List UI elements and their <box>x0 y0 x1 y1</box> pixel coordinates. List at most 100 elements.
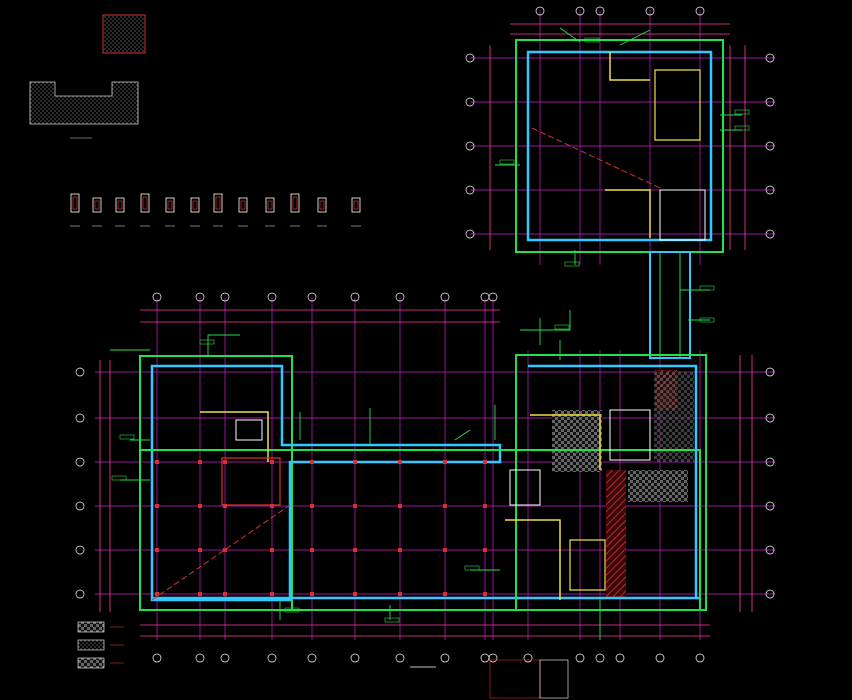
detail-symbol <box>238 197 248 213</box>
axis-grid <box>75 6 775 663</box>
tower-inner-wall <box>526 50 713 242</box>
axis-bubble <box>465 97 475 107</box>
annotation-tag <box>384 617 400 623</box>
axis-bubble <box>75 545 85 555</box>
axis-bubble <box>765 413 775 423</box>
axis-bubble <box>220 653 230 663</box>
column-marker <box>398 548 402 552</box>
detail-symbol <box>317 197 327 213</box>
axis-bubble <box>695 653 705 663</box>
axis-bubble <box>75 413 85 423</box>
axis-bubble <box>765 185 775 195</box>
axis-bubble <box>350 653 360 663</box>
column-marker <box>398 504 402 508</box>
annotation-tag <box>554 324 570 330</box>
axis-bubble <box>307 653 317 663</box>
column-marker <box>443 460 447 464</box>
annotation-tag <box>699 317 715 323</box>
detail-symbol <box>115 197 125 213</box>
axis-bubble <box>765 229 775 239</box>
detail-symbol <box>265 197 275 213</box>
detail-symbol <box>190 197 200 213</box>
annotation-leaders <box>110 27 750 640</box>
detail-symbol-core <box>117 200 123 210</box>
key-plan <box>29 14 146 139</box>
axis-bubble <box>765 501 775 511</box>
column-marker <box>483 504 487 508</box>
detail-symbol <box>70 193 80 213</box>
building-walls <box>139 39 724 611</box>
detail-symbols-row <box>70 193 361 227</box>
east-block-outer-wall <box>515 354 707 611</box>
annotation-tag <box>284 607 300 613</box>
axis-bubble <box>220 292 230 302</box>
axis-bubble <box>655 653 665 663</box>
hatched-areas <box>552 370 694 598</box>
detail-symbol-core <box>192 200 198 210</box>
axis-bubble <box>440 292 450 302</box>
axis-bubble <box>195 292 205 302</box>
column-marker <box>155 460 159 464</box>
axis-bubble <box>75 457 85 467</box>
column-marker <box>223 460 227 464</box>
annotation-tag <box>199 339 215 345</box>
column-marker <box>443 504 447 508</box>
legend-swatch <box>77 639 105 651</box>
annotation-leader <box>520 310 571 331</box>
column-marker <box>353 592 357 596</box>
annotation-leader <box>619 29 651 46</box>
axis-bubble <box>695 6 705 16</box>
annotation-tag <box>111 475 127 481</box>
detail-symbol-core <box>240 200 246 210</box>
column-marker <box>223 504 227 508</box>
axis-bubble <box>765 97 775 107</box>
axis-bubble <box>765 589 775 599</box>
column-marker <box>223 592 227 596</box>
annotation-leader <box>207 334 240 355</box>
axis-bubble <box>307 292 317 302</box>
detail-symbol <box>140 193 150 213</box>
axis-bubble <box>765 141 775 151</box>
column-marker <box>398 460 402 464</box>
column-marker <box>270 548 274 552</box>
axis-bubble <box>465 229 475 239</box>
column-marker <box>398 592 402 596</box>
axis-bubble <box>765 53 775 63</box>
axis-bubble <box>195 653 205 663</box>
detail-symbol <box>290 193 300 213</box>
detail-symbol <box>165 197 175 213</box>
axis-bubble <box>765 545 775 555</box>
axis-bubble <box>440 653 450 663</box>
column-marker <box>155 592 159 596</box>
axis-bubble <box>645 6 655 16</box>
axis-bubble <box>152 653 162 663</box>
axis-bubble <box>350 292 360 302</box>
annotation-tag <box>564 261 580 267</box>
detail-symbol-core <box>142 196 148 210</box>
legend-swatch <box>77 657 105 669</box>
axis-bubble <box>395 653 405 663</box>
axis-bubble <box>488 653 498 663</box>
annotation-leader <box>454 429 471 441</box>
annotation-leader <box>559 27 581 43</box>
column-marker <box>198 504 202 508</box>
annotation-tag <box>734 109 750 115</box>
annotation-tag <box>499 159 515 165</box>
annotation-tag <box>584 37 600 43</box>
detail-symbol-core <box>94 200 100 210</box>
west-wing-outer-wall <box>139 355 293 611</box>
material-legend <box>77 621 124 669</box>
column-marker <box>353 548 357 552</box>
column-marker <box>443 592 447 596</box>
annotation-tag <box>464 565 480 571</box>
tower-outer-wall <box>515 39 724 253</box>
column-marker <box>310 504 314 508</box>
column-marker <box>443 548 447 552</box>
annotation-tag <box>119 434 135 440</box>
detail-symbol-core <box>215 196 221 210</box>
detail-symbol-core <box>319 200 325 210</box>
column-marker <box>270 504 274 508</box>
detail-symbol-core <box>353 200 359 210</box>
detail-symbol <box>92 197 102 213</box>
